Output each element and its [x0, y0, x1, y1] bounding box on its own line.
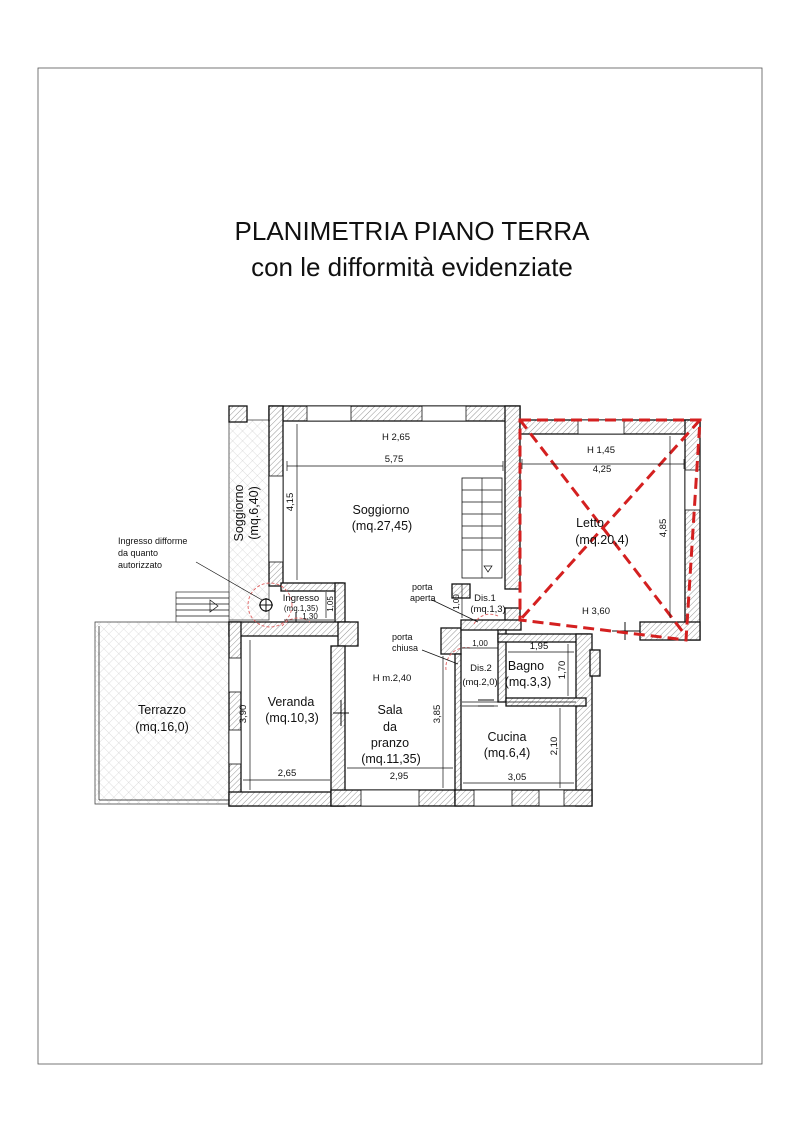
letto-height-top: H 1,45: [587, 445, 615, 456]
soggiorno-ext-area: (mq.6,40): [247, 486, 261, 540]
veranda-name: Veranda: [268, 695, 315, 709]
terrazzo-area: [94, 621, 230, 805]
dis1-name: Dis.1: [474, 593, 496, 604]
letto-width: 4,25: [593, 464, 612, 475]
ingresso-width: 1,30: [302, 612, 318, 621]
sala-line1: Sala: [377, 703, 402, 717]
soggiorno-ext-name: Soggiorno: [232, 484, 246, 541]
bagno-area: (mq.3,3): [505, 675, 552, 689]
cucina-area: (mq.6,4): [484, 746, 531, 760]
note-porta-chiusa-2: chiusa: [392, 643, 418, 653]
bagno-depth: 1,70: [557, 661, 568, 680]
plan-title: PLANIMETRIA PIANO TERRA: [235, 216, 591, 246]
dis2-name: Dis.2: [470, 663, 492, 674]
soggiorno-name: Soggiorno: [353, 503, 410, 517]
leader-lines: [195, 561, 479, 665]
plan-subtitle: con le difformità evidenziate: [251, 252, 573, 282]
sheet-border: [37, 67, 763, 1065]
window-openings: [228, 405, 701, 807]
note-ingresso-line2: da quanto: [118, 548, 158, 558]
dis1-width: 1,00: [472, 639, 488, 648]
soggiorno-area: (mq.27,45): [352, 519, 412, 533]
terrazzo-name: Terrazzo: [138, 703, 186, 717]
soggiorno-height: H 2,65: [382, 432, 410, 443]
dimension-lines: [243, 424, 685, 790]
sala-line2: da: [383, 720, 397, 734]
note-porta-aperta-1: porta: [412, 582, 433, 592]
veranda-depth: 3,90: [238, 705, 249, 724]
letto-area: (mq.20,4): [575, 533, 629, 547]
dis2-area: (mq.2,0): [462, 677, 497, 688]
ingresso-area: (mq.1,35): [284, 604, 319, 613]
note-porta-chiusa-1: porta: [392, 632, 413, 642]
terrazzo-area: (mq.16,0): [135, 720, 189, 734]
entrance-steps: [175, 591, 230, 623]
cucina-depth: 2,10: [549, 737, 560, 756]
cucina-width: 3,05: [508, 772, 527, 783]
ingresso-depth: 1,05: [326, 596, 335, 612]
sala-width: 2,95: [390, 771, 409, 782]
internal-staircase: [451, 477, 503, 599]
ingresso-name: Ingresso: [283, 593, 319, 604]
cucina-name: Cucina: [488, 730, 527, 744]
note-ingresso-line1: Ingresso difforme: [118, 536, 187, 546]
bagno-name: Bagno: [508, 659, 544, 673]
sala-height: H m.2,40: [373, 673, 412, 684]
note-porta-aperta-2: aperta: [410, 593, 436, 603]
dis1-depth: 1,00: [452, 594, 461, 610]
soggiorno-depth: 4,15: [285, 493, 296, 512]
letto-depth: 4,85: [658, 519, 669, 538]
note-ingresso-line3: autorizzato: [118, 560, 162, 570]
dis1-area: (mq.1,3): [470, 604, 505, 615]
sala-line3: pranzo: [371, 736, 409, 750]
discrepancy-circles: [247, 582, 499, 671]
soggiorno-width: 5,75: [385, 454, 404, 465]
bagno-width: 1,95: [530, 641, 549, 652]
veranda-area: (mq.10,3): [265, 711, 319, 725]
letto-name: Letto: [576, 516, 604, 530]
sala-depth: 3,85: [432, 705, 443, 724]
letto-height-bottom: H 3,60: [582, 606, 610, 617]
sala-area: (mq.11,35): [361, 752, 421, 766]
veranda-width: 2,65: [278, 768, 297, 779]
